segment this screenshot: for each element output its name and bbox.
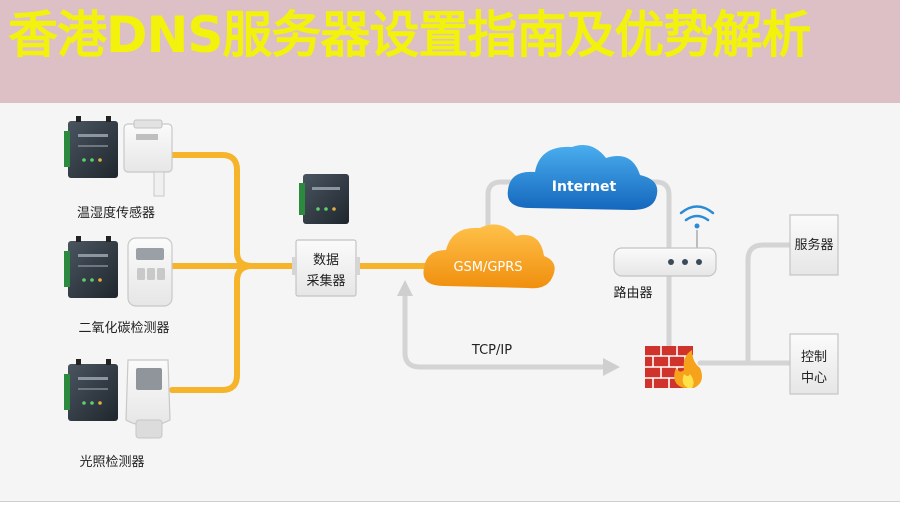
sensor-label-co2: 二氧化碳检测器 — [78, 321, 169, 336]
sensor-co2-group: 二氧化碳检测器 — [64, 236, 173, 336]
tcp-ip-label: TCP/IP — [471, 343, 512, 358]
control-label-line2: 中心 — [801, 371, 827, 386]
line-branch-server — [745, 242, 793, 366]
line-tcp-return — [402, 292, 608, 370]
sensor-label-light: 光照检测器 — [79, 455, 144, 470]
gsm-cloud-icon — [423, 224, 555, 289]
title-banner: 香港DNS服务器设置指南及优势解析 — [0, 0, 900, 103]
router-label: 路由器 — [613, 285, 652, 301]
tcp-arrow-up — [397, 280, 413, 296]
router-icon — [613, 247, 717, 277]
server-box: 服务器 — [789, 214, 839, 276]
wifi-icon — [679, 205, 715, 229]
line-gsm-internet — [485, 179, 533, 235]
modem-icon — [299, 174, 349, 224]
control-center-box: 控制 中心 — [789, 333, 839, 395]
server-label: 服务器 — [794, 237, 833, 253]
line-light-sensor — [169, 263, 255, 393]
internet-cloud: Internet — [507, 145, 658, 210]
line-temp-sensor — [169, 152, 299, 269]
internet-cloud-icon — [507, 145, 658, 210]
temperature-humidity-sensor-icon — [123, 119, 173, 197]
collector-label-line1: 数据 — [313, 253, 339, 268]
co2-detector-icon — [127, 237, 173, 307]
sensor-temp-group: 温湿度传感器 — [64, 116, 173, 221]
router-group: 路由器 — [613, 205, 717, 301]
gray-connection-lines — [402, 179, 793, 370]
bottom-divider — [0, 501, 900, 502]
page-title: 香港DNS服务器设置指南及优势解析 — [8, 6, 811, 64]
internet-label: Internet — [552, 179, 617, 195]
sensor-label-temp: 温湿度传感器 — [77, 205, 155, 221]
data-collector-group: 数据 采集器 — [292, 174, 360, 297]
collector-label-line2: 采集器 — [306, 273, 345, 289]
orange-connection-lines — [169, 152, 435, 393]
modem-icon — [64, 359, 118, 421]
modem-icon — [64, 116, 118, 178]
modem-icon — [64, 236, 118, 298]
control-label-line1: 控制 — [801, 350, 827, 365]
gsm-cloud: GSM/GPRS — [423, 224, 555, 289]
firewall-icon — [645, 346, 702, 388]
gsm-label: GSM/GPRS — [453, 260, 522, 275]
sensor-light-group: 光照检测器 — [64, 359, 171, 470]
line-internet-router — [617, 179, 672, 249]
tcp-arrow-right — [603, 358, 620, 376]
light-detector-icon — [125, 359, 171, 439]
